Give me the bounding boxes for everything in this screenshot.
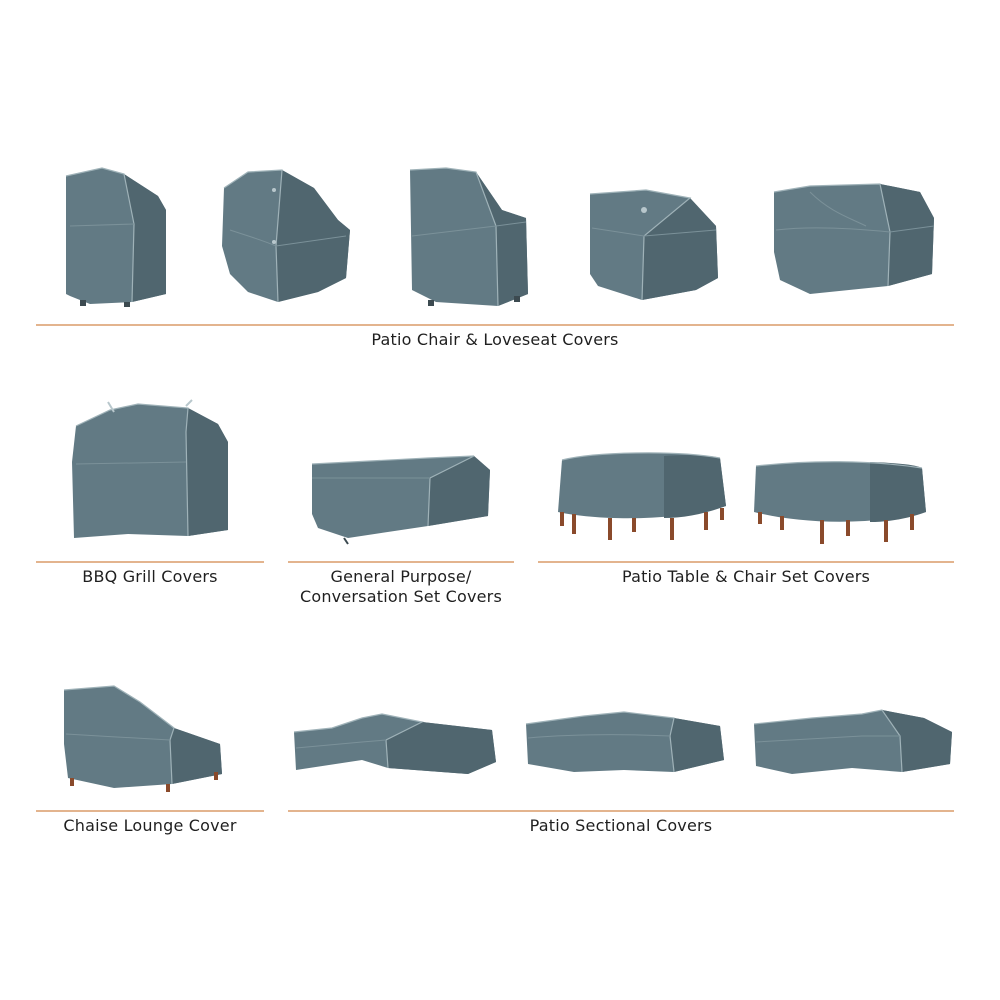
curved-sectional-cover-image [524, 710, 726, 780]
chaise-lounge-cover-image [62, 684, 226, 794]
divider-patio-table-chair-set [538, 561, 954, 563]
l-sectional-cover-left-image [292, 712, 498, 782]
divider-chaise-lounge [36, 810, 264, 812]
caption-general-purpose-line2: Conversation Set Covers [299, 587, 502, 606]
loveseat-cover-image [770, 182, 936, 300]
caption-patio-chair-loveseat-text: Patio Chair & Loveseat Covers [371, 330, 619, 349]
caption-chaise-lounge: Chaise Lounge Cover [36, 816, 264, 836]
caption-chaise-lounge-text: Chaise Lounge Cover [63, 816, 237, 835]
caption-general-purpose-line1: General Purpose/ [330, 567, 472, 586]
lounge-chair-cover-image [586, 188, 722, 302]
divider-general-purpose [288, 561, 514, 563]
oval-table-set-cover-image [750, 460, 928, 546]
conversation-set-cover-image [308, 454, 492, 546]
caption-patio-table-chair-set: Patio Table & Chair Set Covers [538, 567, 954, 587]
caption-patio-sectional: Patio Sectional Covers [288, 816, 954, 836]
divider-patio-chair-loveseat [36, 324, 954, 326]
club-chair-cover-image [218, 166, 354, 306]
stacking-chair-cover-image [62, 166, 170, 308]
round-table-set-cover-image [554, 450, 730, 542]
caption-patio-chair-loveseat: Patio Chair & Loveseat Covers [36, 330, 954, 350]
caption-patio-table-chair-set-text: Patio Table & Chair Set Covers [621, 567, 871, 586]
l-sectional-cover-right-image [752, 708, 954, 780]
caption-bbq-grill-text: BBQ Grill Covers [82, 567, 218, 586]
high-back-chair-cover-image [406, 166, 532, 310]
caption-patio-sectional-text: Patio Sectional Covers [529, 816, 713, 835]
caption-general-purpose: General Purpose/ Conversation Set Covers [288, 567, 514, 607]
divider-bbq-grill [36, 561, 264, 563]
divider-patio-sectional [288, 810, 954, 812]
caption-bbq-grill: BBQ Grill Covers [36, 567, 264, 587]
bbq-grill-cover-image [68, 399, 232, 540]
